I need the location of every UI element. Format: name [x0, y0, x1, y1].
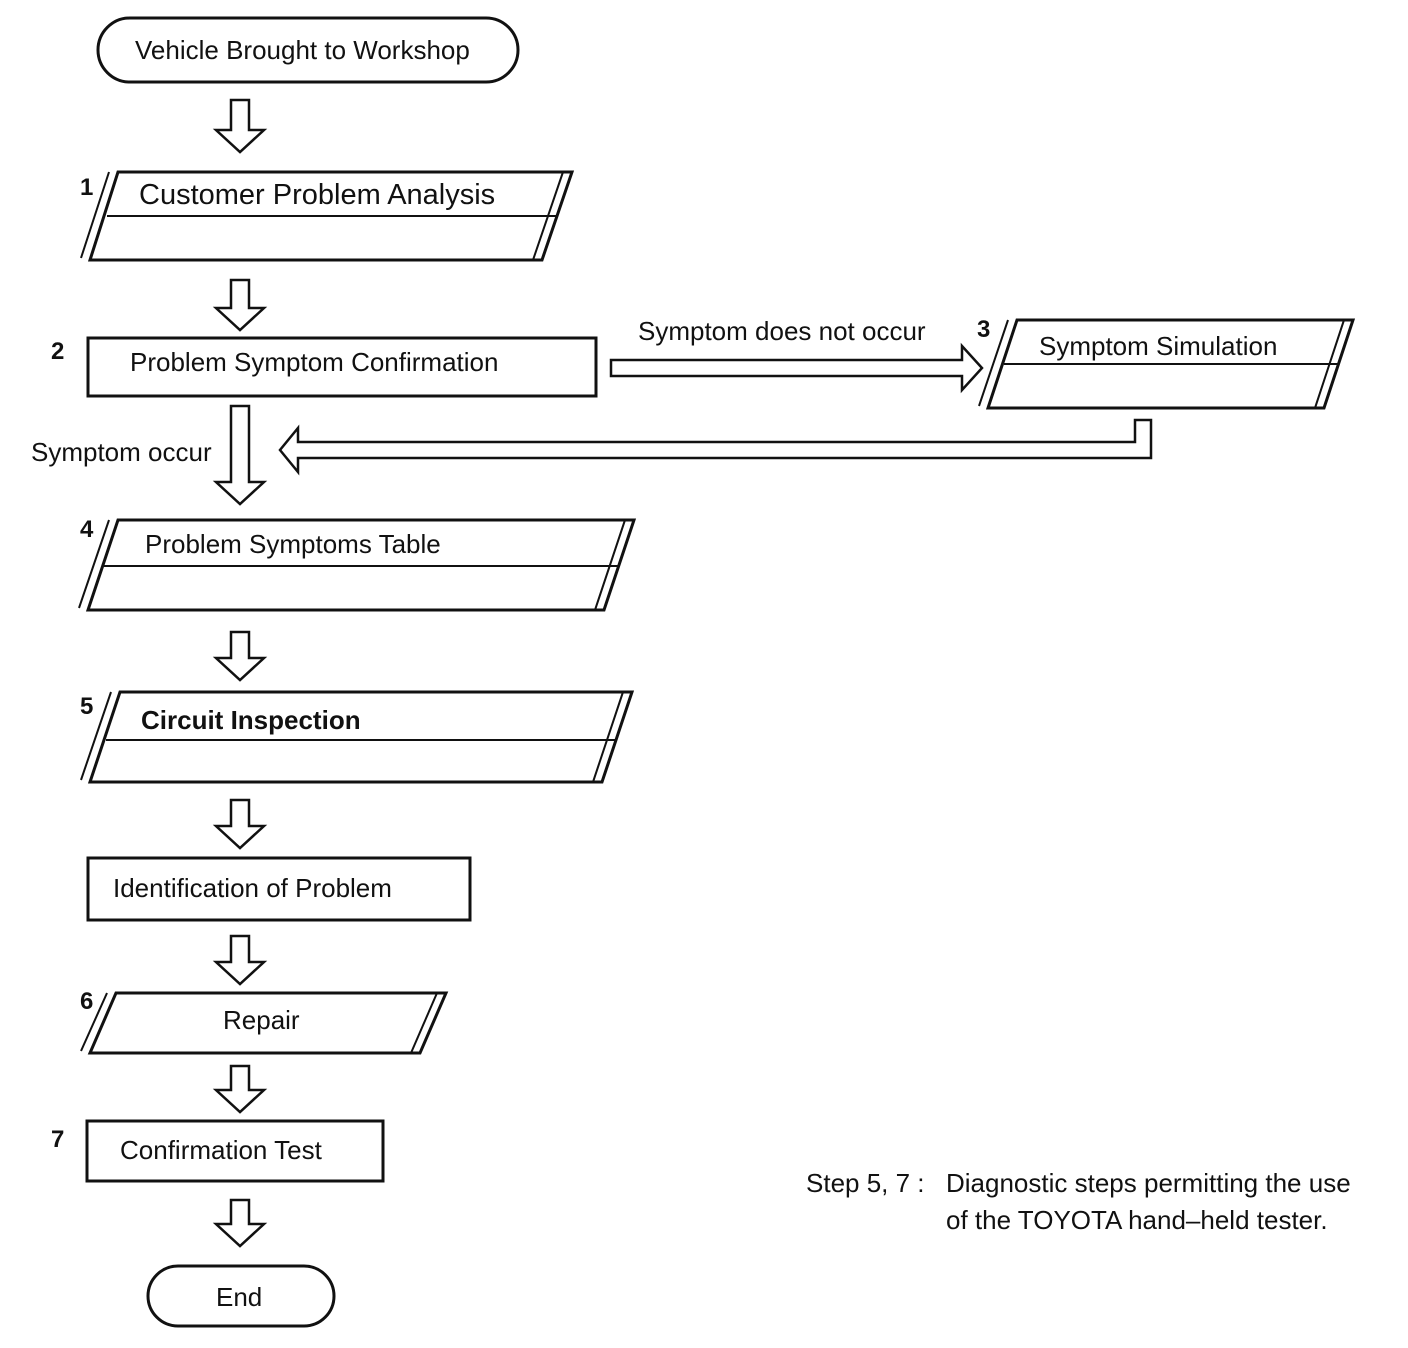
step-5-label: Circuit Inspection — [141, 705, 361, 735]
identification-shape — [86, 856, 472, 922]
branch-label-occur: Symptom occur — [31, 437, 212, 467]
step-4-number: 4 — [80, 516, 94, 543]
right-arrow-not-occur — [609, 342, 984, 394]
step-1-number: 1 — [80, 174, 94, 201]
down-arrow-2 — [212, 278, 268, 332]
step-2-number: 2 — [51, 338, 65, 365]
step-3-number: 3 — [977, 316, 991, 343]
step-4-label: Problem Symptoms Table — [145, 529, 441, 559]
return-arrow — [278, 418, 1153, 476]
down-arrow-3 — [212, 404, 268, 506]
down-arrow-6 — [212, 934, 268, 986]
note-line-1: Diagnostic steps permitting the use — [946, 1168, 1351, 1198]
step-2-shape — [86, 336, 598, 398]
down-arrow-4 — [212, 630, 268, 682]
step-5-shape — [80, 690, 635, 784]
step-5-number: 5 — [80, 693, 94, 720]
step-2-label: Problem Symptom Confirmation — [130, 347, 499, 377]
step-3-shape — [978, 318, 1356, 410]
step-1-shape — [80, 170, 575, 262]
note-prefix: Step 5, 7 : — [806, 1168, 925, 1198]
end-terminator — [146, 1264, 336, 1328]
step-7-shape — [85, 1119, 385, 1183]
step-6-label: Repair — [223, 1005, 300, 1035]
branch-label-not-occur: Symptom does not occur — [638, 316, 926, 346]
step-6-number: 6 — [80, 988, 94, 1015]
step-3-label: Symptom Simulation — [1039, 331, 1278, 361]
down-arrow-1 — [212, 98, 268, 154]
step-6-shape — [80, 991, 449, 1055]
start-terminator — [96, 16, 520, 84]
step-4-shape — [78, 518, 637, 612]
identification-label: Identification of Problem — [113, 873, 392, 903]
step-7-label: Confirmation Test — [120, 1135, 322, 1165]
end-label: End — [216, 1282, 263, 1312]
down-arrow-8 — [212, 1198, 268, 1248]
start-label: Vehicle Brought to Workshop — [135, 35, 470, 65]
down-arrow-5 — [212, 798, 268, 850]
step-7-number: 7 — [51, 1126, 65, 1153]
note-line-2: of the TOYOTA hand–held tester. — [946, 1205, 1328, 1235]
down-arrow-7 — [212, 1064, 268, 1114]
step-1-label: Customer Problem Analysis — [139, 179, 496, 211]
